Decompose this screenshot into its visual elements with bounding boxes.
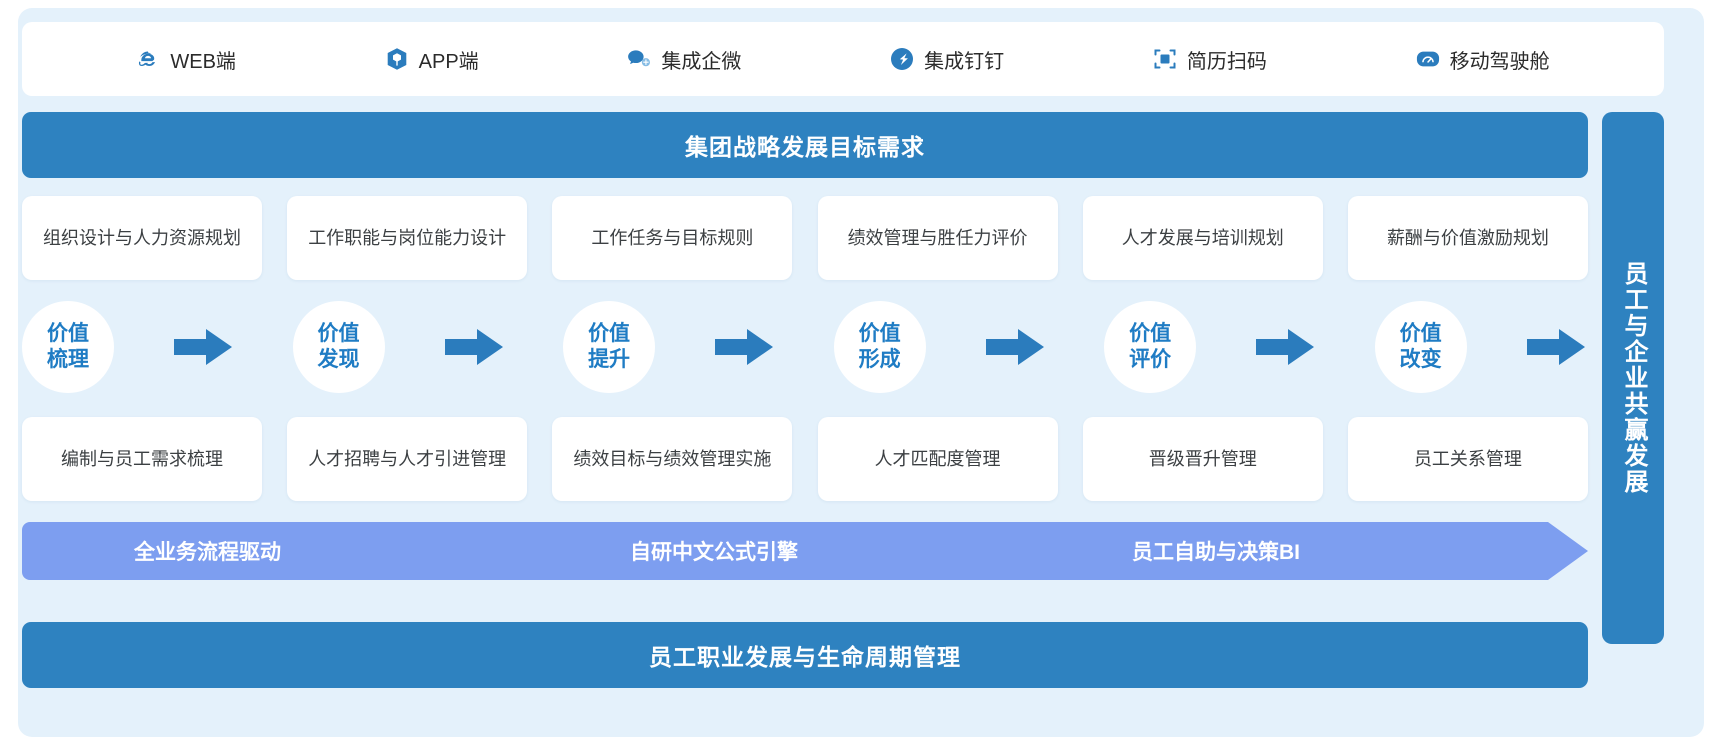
execution-card[interactable]: 晋级晋升管理	[1082, 417, 1323, 501]
chain-arrow-icon	[1524, 324, 1588, 370]
channel-label: 集成钉钉	[924, 50, 1005, 73]
value-node-line1: 价值	[47, 322, 89, 346]
channel-item-app[interactable]: APP端	[385, 45, 479, 74]
channel-item-dingtalk[interactable]: 集成钉钉	[890, 45, 1004, 74]
side-panel-title: 员工与企业共赢发展	[1620, 261, 1647, 495]
chain-arrow-icon	[1253, 324, 1317, 370]
value-chain-node[interactable]: 价值 梳理	[22, 301, 114, 393]
planning-card-row: 组织设计与人力资源规划 工作职能与岗位能力设计 工作任务与目标规则 绩效管理与胜…	[22, 196, 1588, 280]
channel-item-mobile-dashboard[interactable]: 移动驾驶舱	[1416, 45, 1550, 74]
chain-arrow-icon	[442, 324, 506, 370]
driver-banner-item: 自研中文公式引擎	[630, 541, 798, 564]
planning-card[interactable]: 薪酬与价值激励规划	[1347, 196, 1588, 280]
channel-label: WEB端	[170, 50, 236, 73]
chain-arrow-icon	[712, 324, 776, 370]
strategy-header-band: 集团战略发展目标需求	[22, 112, 1588, 178]
driver-banner-item: 员工自助与决策BI	[1132, 541, 1300, 564]
lifecycle-footer-title: 员工职业发展与生命周期管理	[649, 644, 961, 670]
value-chain-node[interactable]: 价值 改变	[1374, 301, 1467, 393]
ie-browser-icon	[136, 47, 160, 71]
value-node-line2: 评价	[1129, 348, 1172, 371]
channel-label: 简历扫码	[1186, 50, 1267, 73]
value-node-line1: 价值	[588, 322, 631, 346]
channel-label: APP端	[418, 50, 479, 73]
value-node-line2: 提升	[588, 348, 631, 371]
resume-scan-icon	[1153, 47, 1177, 71]
planning-card[interactable]: 人才发展与培训规划	[1082, 196, 1323, 280]
planning-card[interactable]: 工作职能与岗位能力设计	[287, 196, 528, 280]
wecom-chat-icon	[627, 47, 651, 71]
channel-item-resume-scan[interactable]: 简历扫码	[1153, 45, 1267, 74]
value-node-line2: 改变	[1399, 348, 1442, 371]
value-chain-node[interactable]: 价值 发现	[292, 301, 385, 393]
chain-arrow-icon	[171, 324, 235, 370]
value-node-line1: 价值	[1399, 322, 1442, 346]
planning-card[interactable]: 绩效管理与胜任力评价	[817, 196, 1058, 280]
planning-card[interactable]: 工作任务与目标规则	[552, 196, 793, 280]
mobile-dashboard-icon	[1416, 47, 1440, 71]
value-chain-row: 价值 梳理 价值 发现 价值 提升 价值 形成	[22, 292, 1588, 402]
execution-card[interactable]: 人才招聘与人才引进管理	[287, 417, 528, 501]
app-cube-icon	[385, 47, 409, 71]
execution-card[interactable]: 绩效目标与绩效管理实施	[552, 417, 793, 501]
side-panel: 员工与企业共赢发展	[1602, 112, 1664, 644]
value-node-line1: 价值	[317, 322, 360, 346]
dingtalk-icon	[890, 47, 914, 71]
value-chain-node[interactable]: 价值 评价	[1104, 301, 1197, 393]
channel-item-web[interactable]: WEB端	[136, 45, 236, 74]
channel-toolbar: WEB端 APP端 集成企微	[22, 22, 1664, 96]
execution-card[interactable]: 员工关系管理	[1347, 417, 1588, 501]
value-node-line2: 形成	[858, 348, 901, 371]
driver-banner: 全业务流程驱动 自研中文公式引擎 员工自助与决策BI	[22, 522, 1588, 580]
execution-card[interactable]: 人才匹配度管理	[817, 417, 1058, 501]
diagram-main: 集团战略发展目标需求 组织设计与人力资源规划 工作职能与岗位能力设计 工作任务与…	[22, 112, 1588, 688]
driver-banner-item: 全业务流程驱动	[134, 541, 281, 564]
lifecycle-footer-band: 员工职业发展与生命周期管理	[22, 622, 1588, 688]
channel-label: 移动驾驶舱	[1449, 50, 1550, 73]
strategy-header-title: 集团战略发展目标需求	[685, 134, 925, 160]
channel-item-wecom[interactable]: 集成企微	[627, 45, 741, 74]
channel-label: 集成企微	[661, 50, 742, 73]
value-chain-node[interactable]: 价值 形成	[833, 301, 926, 393]
execution-card-row: 编制与员工需求梳理 人才招聘与人才引进管理 绩效目标与绩效管理实施 人才匹配度管…	[22, 417, 1588, 501]
value-node-line1: 价值	[858, 322, 901, 346]
value-node-line2: 发现	[317, 348, 360, 371]
value-node-line1: 价值	[1129, 322, 1172, 346]
value-node-line2: 梳理	[47, 348, 89, 371]
planning-card[interactable]: 组织设计与人力资源规划	[22, 196, 262, 280]
value-chain-node[interactable]: 价值 提升	[563, 301, 656, 393]
chain-arrow-icon	[983, 324, 1047, 370]
execution-card[interactable]: 编制与员工需求梳理	[22, 417, 262, 501]
